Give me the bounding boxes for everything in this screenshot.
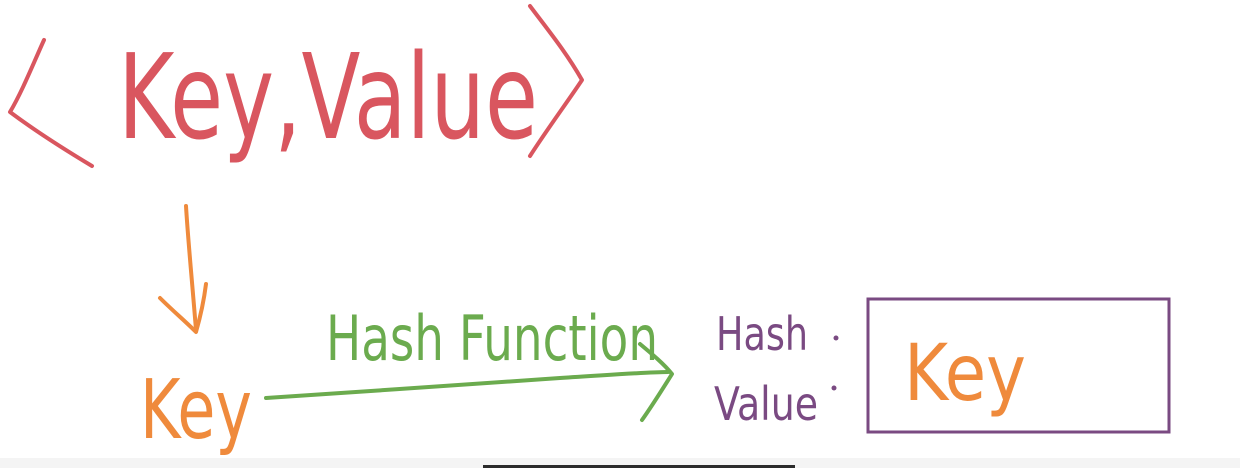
hash-arrow-head [638,342,674,422]
box-key-label: Key [904,329,1026,419]
hash-value-dot-top [833,335,839,341]
hash-value-line2: Value [714,377,818,431]
hash-value-dot-bottom [831,385,837,391]
pair-text: Key,Value [118,28,538,166]
video-scrub-bar[interactable] [483,465,795,468]
bottom-strip [0,458,1240,468]
down-arrow-shaft [184,204,198,332]
close-angle-bracket [528,4,584,158]
key-label: Key [140,363,252,458]
hash-table-box [866,297,1171,434]
hash-arrow-shaft [264,370,670,400]
open-angle-bracket [8,38,94,168]
down-arrow-head [158,282,208,334]
hash-value-line1: Hash [716,307,808,361]
hash-function-label: Hash Function [326,302,658,375]
